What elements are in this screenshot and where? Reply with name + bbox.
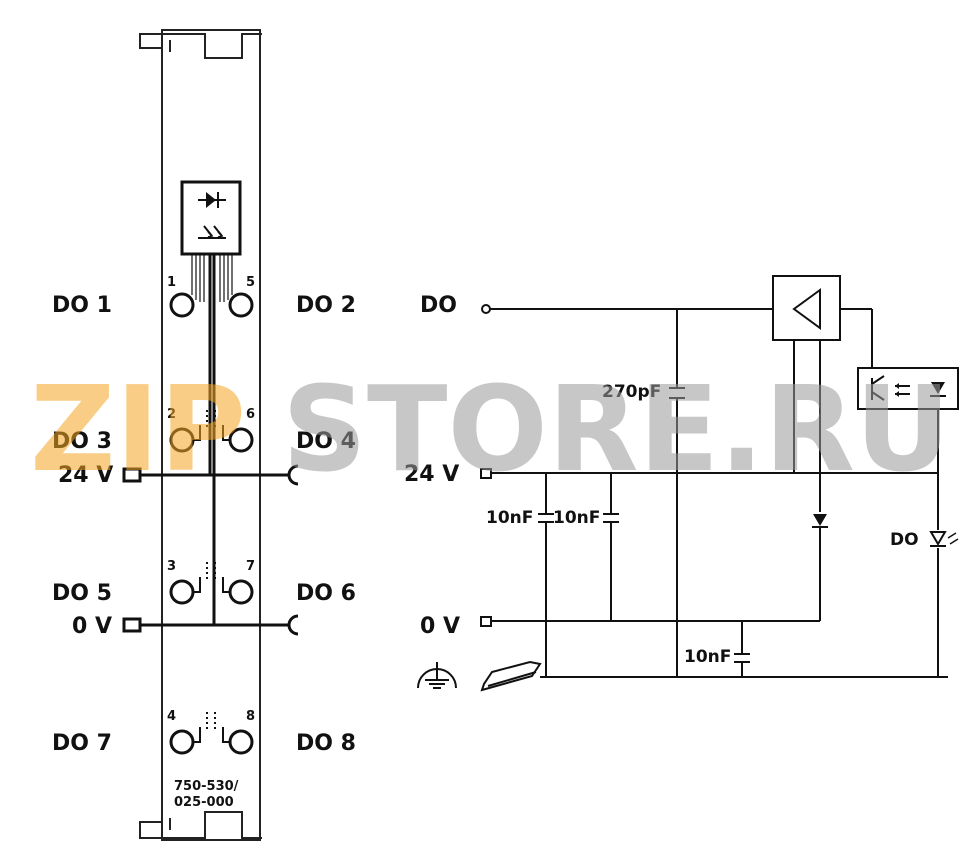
label-do7: DO 7 (52, 731, 112, 756)
din-rail-icon (480, 660, 542, 692)
watermark: ZIP STORE.RU (30, 360, 951, 498)
amplifier-icon (772, 275, 841, 341)
pin-7: 7 (246, 559, 255, 574)
optocoupler-icon (857, 367, 959, 410)
pin-1: 1 (167, 275, 176, 290)
watermark-part1: ZIP (30, 360, 246, 498)
label-do4: DO 4 (296, 429, 356, 454)
label-do8: DO 8 (296, 731, 356, 756)
label-do-input: DO (420, 293, 457, 318)
part-number-line1: 750-530/ (174, 779, 239, 794)
label-10nf-b: 10nF (553, 508, 600, 528)
label-do2: DO 2 (296, 293, 356, 318)
watermark-part2: STORE.RU (282, 360, 951, 498)
module-switch-contacts (193, 410, 230, 743)
label-do6: DO 6 (296, 581, 356, 606)
capacitor-symbols (538, 387, 750, 663)
pin-5: 5 (246, 275, 255, 290)
label-10nf-a: 10nF (486, 508, 533, 528)
label-0v-schematic: 0 V (420, 614, 460, 639)
label-do-led: DO (890, 530, 919, 550)
label-24v-module: 24 V (58, 463, 113, 488)
label-do5: DO 5 (52, 581, 112, 606)
part-number-line2: 025-000 (174, 795, 234, 810)
label-do1: DO 1 (52, 293, 112, 318)
label-24v-schematic: 24 V (404, 462, 459, 487)
pin-4: 4 (167, 709, 176, 724)
pin-3: 3 (167, 559, 176, 574)
pin-6: 6 (246, 407, 255, 422)
diode-icon (812, 514, 828, 528)
ground-icon (417, 662, 457, 689)
pin-8: 8 (246, 709, 255, 724)
label-10nf-c: 10nF (684, 647, 731, 667)
pin-2: 2 (167, 407, 176, 422)
label-270pf: 270pF (602, 382, 661, 402)
led-icon (929, 531, 959, 547)
schematic-wires (480, 304, 948, 678)
module-bus-lines (122, 464, 299, 636)
label-do3: DO 3 (52, 429, 112, 454)
label-0v-module: 0 V (72, 614, 112, 639)
